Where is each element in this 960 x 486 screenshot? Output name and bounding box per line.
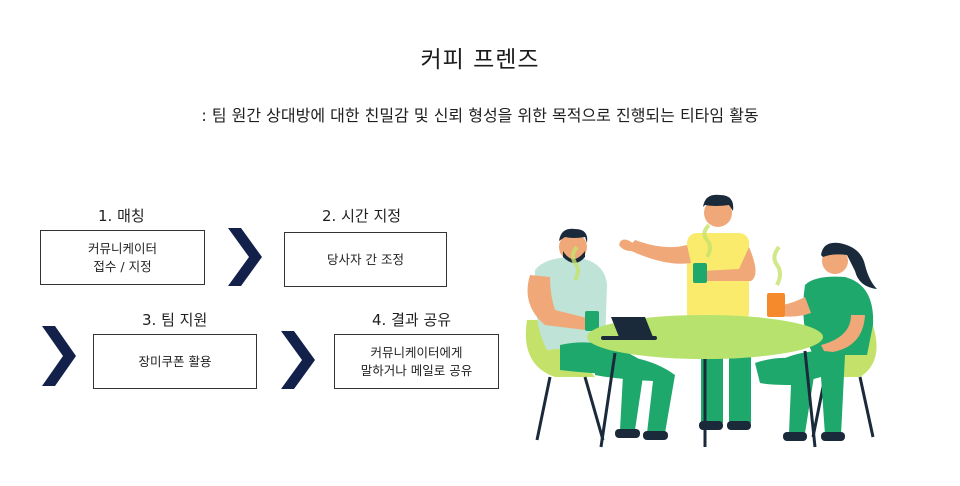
step-3-box: 장미쿠폰 활용 [93, 334, 257, 389]
laptop-icon [601, 317, 657, 340]
step-1-label: 1. 매칭 [98, 207, 145, 225]
person-left [527, 228, 675, 440]
coffee-meeting-illustration [525, 194, 877, 448]
person-right [755, 242, 877, 441]
chevron-right-icon [281, 331, 315, 389]
step-1-box: 커뮤니케이터 접수 / 지정 [40, 230, 205, 285]
chevron-right-icon [228, 228, 262, 286]
step-4-label: 4. 결과 공유 [372, 311, 452, 329]
page-subtitle: : 팀 원간 상대방에 대한 친밀감 및 신뢰 형성을 위한 목적으로 진행되는… [201, 106, 759, 125]
page-title: 커피 프렌즈 [420, 47, 540, 73]
step-2-box: 당사자 간 조정 [284, 232, 447, 287]
step-4-box: 커뮤니케이터에게 말하거나 메일로 공유 [334, 334, 499, 389]
step-2-label: 2. 시간 지정 [322, 207, 402, 225]
chevron-right-icon [42, 326, 76, 386]
step-3-label: 3. 팀 지원 [142, 311, 208, 329]
